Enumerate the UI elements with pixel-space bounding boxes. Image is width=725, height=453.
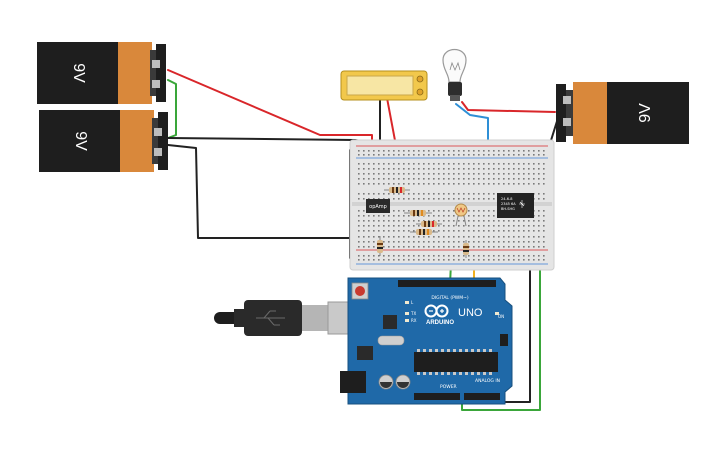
digital-header: [398, 280, 496, 287]
usb-symbol: [256, 310, 285, 326]
resistor-3[interactable]: [416, 221, 442, 227]
crystal: [377, 335, 405, 346]
rx-led: [405, 319, 409, 322]
relay-label-line3: BH-SHG: [501, 207, 515, 211]
relay-symbol: [519, 200, 525, 208]
l-led: [405, 301, 409, 304]
power-jack: [340, 371, 366, 393]
battery-body: [37, 42, 120, 104]
analog-header-label: ANALOG IN: [475, 378, 500, 384]
battery-body: [39, 110, 122, 172]
battery-terminal-pos: [152, 60, 160, 68]
battery-terminal-plate: [150, 50, 158, 96]
usb-cable-strain: [234, 309, 244, 327]
battery-terminal-pos: [563, 96, 571, 104]
bulb-base: [448, 82, 462, 96]
rx-label: RX: [411, 318, 417, 323]
battery-9v-3[interactable]: 9V: [556, 82, 689, 144]
resistor-6[interactable]: [463, 240, 469, 258]
lcd-screen: [346, 75, 414, 96]
wire-battery2-black-loop[interactable]: [167, 144, 381, 239]
bulb-filament: [449, 61, 461, 72]
battery-9v-2[interactable]: 9V: [39, 110, 168, 172]
battery-label: 9V: [637, 103, 654, 123]
photoresistor[interactable]: [454, 203, 468, 227]
resistor-4[interactable]: [410, 229, 438, 235]
battery-clip: [556, 84, 566, 142]
voltage-regulator: [357, 346, 373, 360]
battery-cap: [118, 42, 152, 104]
arduino-uno-board[interactable]: DIGITAL (PWM~) ARDUINO UNO L TX RX ON: [340, 277, 513, 405]
battery-terminal-plate: [152, 118, 160, 164]
opamp-body: [366, 199, 390, 213]
lcd-knob-top: [416, 75, 424, 83]
battery-cap: [120, 110, 154, 172]
power-header-label: POWER: [440, 384, 457, 390]
battery-body: [605, 82, 689, 144]
bulb-glass: [442, 48, 467, 83]
battery-terminal-neg: [152, 80, 160, 88]
lcd-display[interactable]: [340, 70, 428, 101]
atmega-chip-pins: [417, 349, 492, 375]
opamp-label: opAmp: [369, 204, 387, 210]
relay-label-line1: 24-6-8: [501, 197, 512, 201]
battery-9v-1[interactable]: 9V: [37, 42, 166, 104]
arduino-pcb: [347, 277, 513, 405]
resistor-2[interactable]: [404, 210, 432, 216]
wire-battery2-black-top[interactable]: [167, 137, 379, 145]
usb-chip: [383, 315, 397, 329]
usb-plug-metal: [302, 305, 328, 331]
bulb-contact: [450, 95, 460, 101]
reset-button-cap: [355, 286, 365, 296]
breadboard-channel: [352, 202, 552, 206]
arduino-brand: ARDUINO: [426, 320, 454, 326]
atmega-chip: [414, 352, 498, 372]
icsp-header: [500, 334, 508, 346]
resistor-5[interactable]: [377, 236, 383, 256]
battery-cap: [573, 82, 607, 144]
battery-clip: [156, 44, 166, 102]
on-led: [495, 312, 499, 315]
relay-body: [497, 193, 534, 218]
lcd-knob-bottom: [416, 88, 424, 96]
battery-label: 9V: [70, 63, 87, 83]
l-led-label: L: [411, 300, 414, 305]
analog-header: [464, 393, 500, 400]
battery-terminal-neg: [154, 148, 162, 156]
capacitor-2-mark: [397, 382, 409, 388]
relay[interactable]: 24-6-8 2345 6A BH-SHG: [497, 193, 534, 218]
battery-terminal-plate: [565, 90, 573, 136]
wire-lamp-red[interactable]: [461, 101, 556, 113]
opamp-chip[interactable]: opAmp: [366, 199, 390, 213]
resistor-1[interactable]: [384, 187, 410, 193]
battery-terminal-pos: [154, 128, 162, 136]
digital-header-label: DIGITAL (PWM~): [431, 295, 469, 301]
tx-label: TX: [410, 311, 416, 316]
tx-led: [405, 312, 409, 315]
battery-clip: [158, 112, 168, 170]
relay-label-line2: 2345 6A: [501, 202, 516, 206]
wire-green-loop[interactable]: [461, 261, 541, 411]
capacitor-1-mark: [380, 382, 392, 388]
light-bulb[interactable]: [442, 48, 467, 102]
wire-battery1-green[interactable]: [167, 79, 177, 139]
battery-label: 9V: [72, 131, 89, 151]
arduino-logo-icon: [424, 304, 449, 318]
battery-terminal-neg: [563, 118, 571, 126]
power-header: [414, 393, 460, 400]
arduino-model: UNO: [458, 307, 483, 319]
on-label: ON: [498, 314, 504, 319]
